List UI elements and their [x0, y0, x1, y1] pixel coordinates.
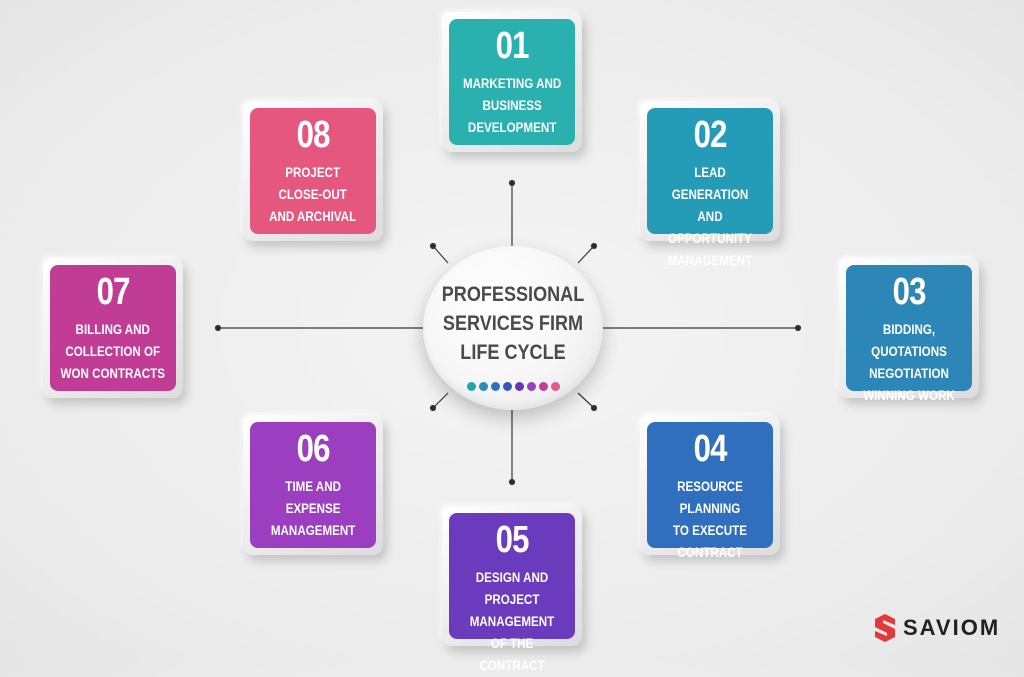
connector-08 — [432, 245, 449, 264]
stage-card-03-face: 03 BIDDING, QUOTATIONS NEGOTIATION WINNI… — [846, 265, 972, 403]
stage-card-08-face: 08 PROJECT CLOSE-OUT AND ARCHIVAL — [250, 108, 376, 234]
stage-label: TIME AND EXPENSE MANAGEMENT — [270, 479, 356, 538]
stage-label: MARKETING AND BUSINESS DEVELOPMENT — [462, 76, 562, 135]
connector-04 — [577, 392, 595, 409]
stage-card-08: 08 PROJECT CLOSE-OUT AND ARCHIVAL — [243, 101, 383, 241]
stage-number: 02 — [693, 114, 727, 156]
saviom-s-icon — [875, 614, 895, 642]
stage-card-01: 01 MARKETING AND BUSINESS DEVELOPMENT — [442, 12, 582, 152]
stage-card-07-face: 07 BILLING AND COLLECTION OF WON CONTRAC… — [50, 265, 176, 391]
stage-card-05-face: 05 DESIGN AND PROJECT MANAGEMENT OF THE … — [449, 513, 575, 673]
center-dot — [490, 382, 500, 391]
saviom-logo: SAVIOM — [875, 611, 1000, 645]
stage-card-07: 07 BILLING AND COLLECTION OF WON CONTRAC… — [43, 258, 183, 398]
stage-number: 08 — [296, 114, 330, 156]
stage-card-02-face: 02 LEAD GENERATION AND OPPORTUNITY MANAG… — [647, 108, 773, 268]
stage-label: BILLING AND COLLECTION OF WON CONTRACTS — [60, 322, 166, 381]
center-dot — [514, 382, 524, 391]
stage-number: 07 — [96, 271, 130, 313]
stage-label: DESIGN AND PROJECT MANAGEMENT OF THE CON… — [469, 570, 555, 673]
stage-card-06-face: 06 TIME AND EXPENSE MANAGEMENT — [250, 422, 376, 548]
center-dot — [466, 382, 476, 391]
connector-06 — [432, 392, 449, 409]
stage-label: PROJECT CLOSE-OUT AND ARCHIVAL — [269, 165, 357, 224]
stage-card-04: 04 RESOURCE PLANNING TO EXECUTE CONTRACT — [640, 415, 780, 560]
center-dot — [502, 382, 512, 391]
center-dot — [550, 382, 560, 391]
connector-02 — [577, 245, 595, 264]
stage-card-02: 02 LEAD GENERATION AND OPPORTUNITY MANAG… — [640, 101, 780, 268]
stage-card-01-face: 01 MARKETING AND BUSINESS DEVELOPMENT — [449, 19, 575, 145]
center-title: PROFESSIONAL SERVICES FIRM LIFE CYCLE — [441, 283, 585, 364]
lifecycle-diagram: 01 MARKETING AND BUSINESS DEVELOPMENT 02… — [43, 12, 1000, 673]
stage-number: 05 — [495, 519, 529, 561]
stage-card-03: 03 BIDDING, QUOTATIONS NEGOTIATION WINNI… — [839, 258, 979, 403]
stage-card-05: 05 DESIGN AND PROJECT MANAGEMENT OF THE … — [442, 506, 582, 673]
stage-card-04-face: 04 RESOURCE PLANNING TO EXECUTE CONTRACT — [647, 422, 773, 560]
stage-number: 06 — [296, 428, 330, 470]
center-dot — [538, 382, 548, 391]
stage-label: LEAD GENERATION AND OPPORTUNITY MANAGEME… — [667, 165, 753, 268]
saviom-logo-text: SAVIOM — [903, 615, 1001, 640]
stage-number: 01 — [495, 25, 529, 67]
center-dot — [526, 382, 536, 391]
center-dot-row — [459, 382, 567, 394]
stage-label: BIDDING, QUOTATIONS NEGOTIATION WINNING … — [863, 322, 955, 403]
stage-number: 03 — [892, 271, 926, 313]
center-dot — [478, 382, 488, 391]
center-hub: PROFESSIONAL SERVICES FIRM LIFE CYCLE — [423, 246, 603, 410]
stage-number: 04 — [693, 428, 727, 470]
stage-label: RESOURCE PLANNING TO EXECUTE CONTRACT — [673, 479, 747, 560]
stage-card-06: 06 TIME AND EXPENSE MANAGEMENT — [243, 415, 383, 555]
